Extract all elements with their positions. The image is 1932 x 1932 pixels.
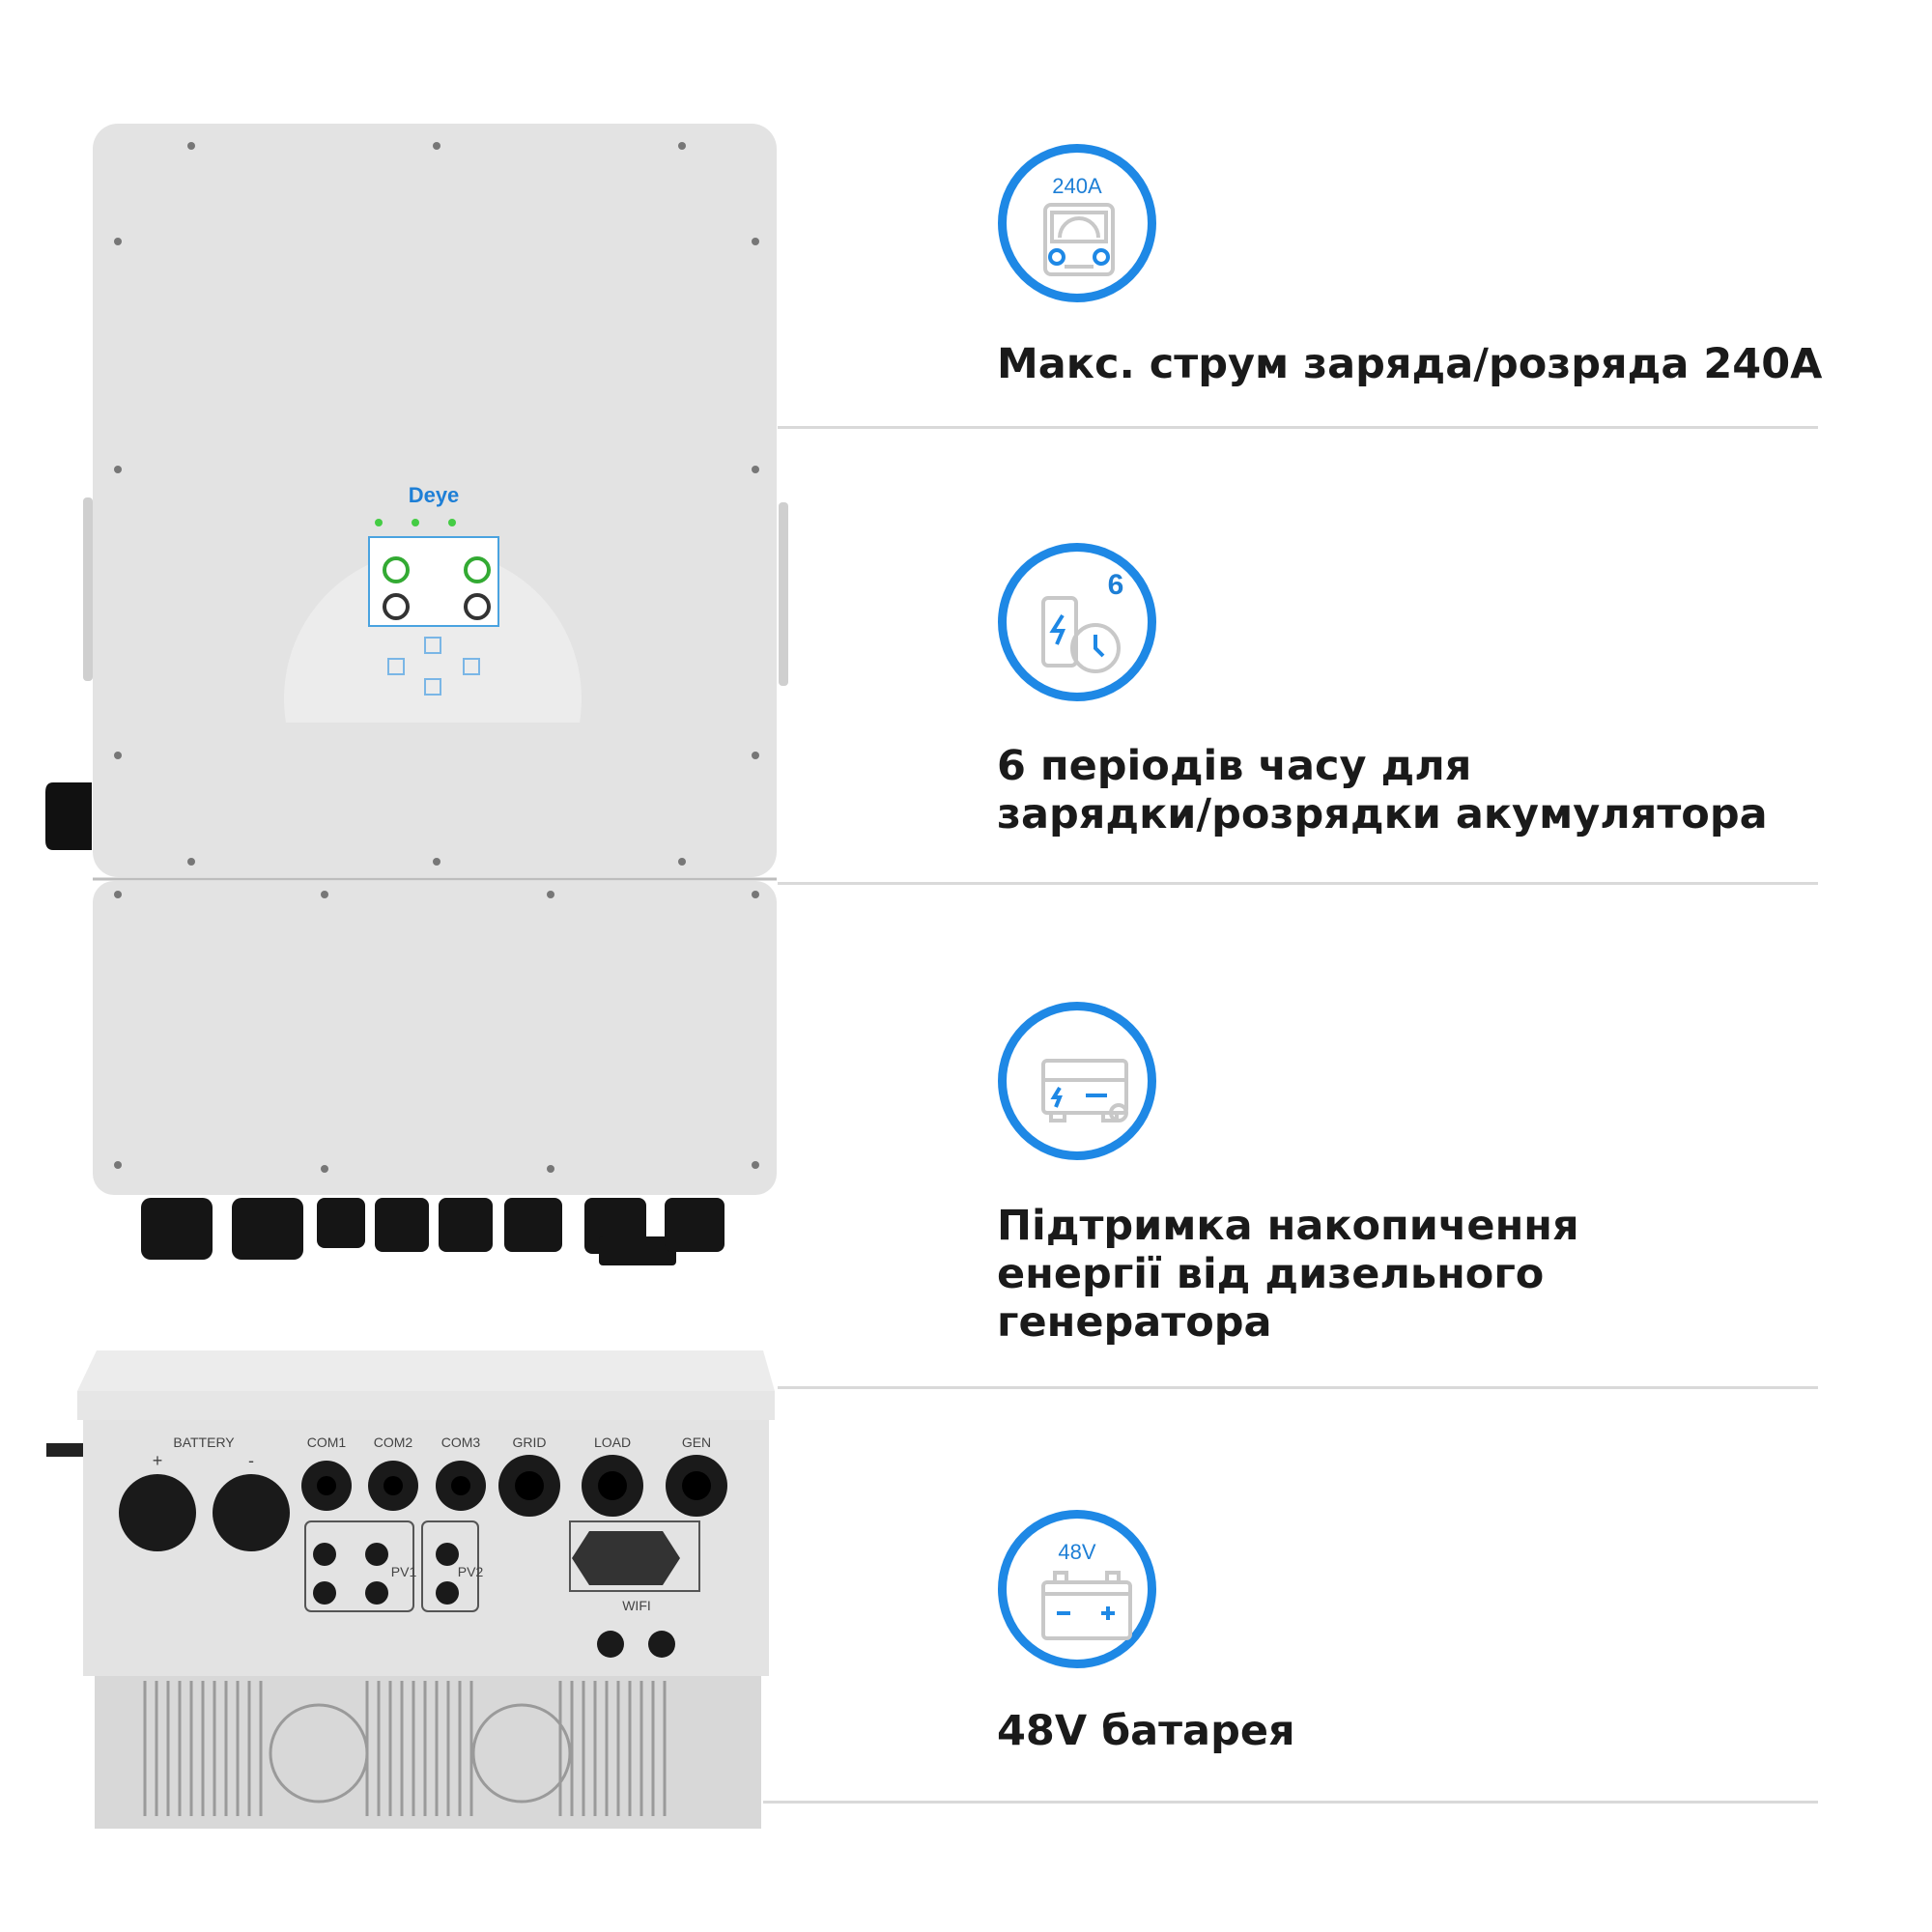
divider [763, 1801, 1818, 1804]
divider [778, 1386, 1818, 1389]
divider [778, 426, 1818, 429]
inverter-front-image: Deye [45, 124, 788, 1265]
badge-6: 6 [1107, 569, 1124, 601]
port-label-battery: BATTERY [173, 1435, 235, 1450]
badge-240a: 240A [1052, 174, 1102, 198]
battery-plus-label: + [153, 1451, 163, 1470]
feature-time-periods: 6 періодів часу для зарядки/розрядки аку… [997, 742, 1768, 838]
inverter-bottom-image: BATTERY + - COM1 COM2 COM3 GRID LOAD GEN… [46, 1350, 775, 1829]
port-label-com2: COM2 [374, 1435, 413, 1450]
svg-text:Deye: Deye [409, 483, 460, 507]
feature-max-current: Макс. струм заряда/розряда 240A [997, 340, 1823, 388]
feature-48v-battery: 48V батарея [997, 1707, 1295, 1755]
diesel-generator-icon [998, 1002, 1156, 1160]
battery-icon: 48V [998, 1510, 1156, 1668]
port-label-com1: COM1 [307, 1435, 347, 1450]
badge-48v: 48V [1058, 1540, 1096, 1564]
port-label-grid: GRID [513, 1435, 547, 1450]
port-label-gen: GEN [682, 1435, 711, 1450]
port-label-pv2: PV2 [458, 1564, 484, 1579]
port-label-load: LOAD [594, 1435, 631, 1450]
port-label-com3: COM3 [441, 1435, 481, 1450]
divider [778, 882, 1818, 885]
port-label-pv1: PV1 [391, 1564, 417, 1579]
battery-timer-icon: 6 [998, 543, 1156, 701]
ammeter-icon: 240A [998, 144, 1156, 302]
battery-minus-label: - [248, 1451, 254, 1470]
feature-diesel-generator: Підтримка накопичення енергії від дизель… [997, 1202, 1579, 1347]
port-label-wifi: WIFI [622, 1598, 651, 1613]
